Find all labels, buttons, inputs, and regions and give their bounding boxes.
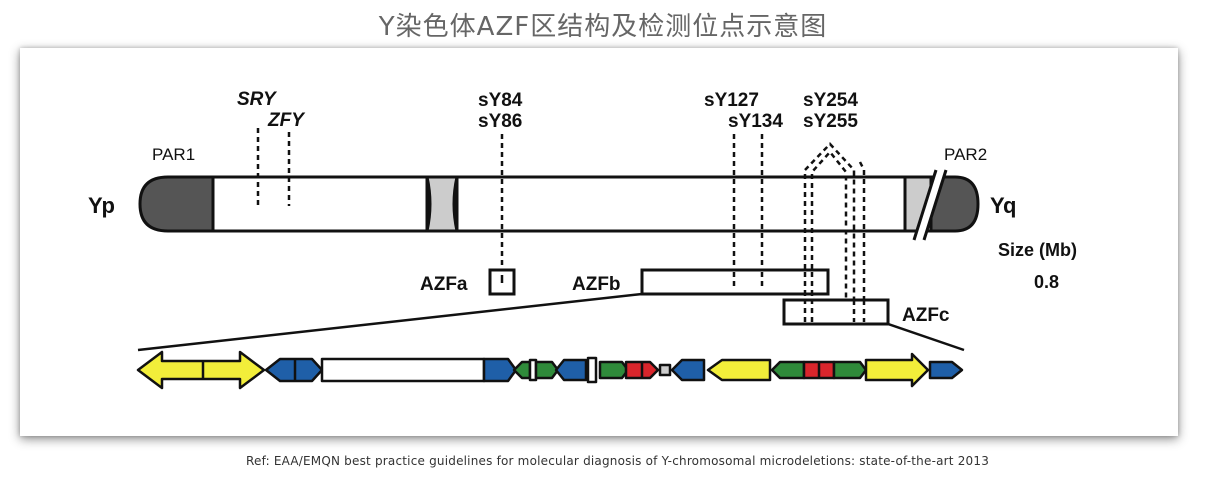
label-yq: Yq (990, 193, 1016, 218)
azfc-box (782, 298, 890, 326)
label-sy86: sY86 (478, 111, 522, 132)
diagram-title: Y染色体AZF区结构及检测位点示意图 (378, 12, 828, 42)
short-arm (211, 175, 429, 233)
amplicon-blue (482, 357, 518, 383)
label-size-value: 0.8 (1034, 272, 1059, 292)
label-azfc: AZFc (902, 305, 950, 326)
amplicon-green (512, 360, 532, 380)
unique-region (320, 357, 486, 383)
amplicon-blue (928, 360, 964, 380)
label-sy254: sY254 (803, 90, 858, 111)
break-mark (913, 168, 945, 242)
centromere (425, 175, 459, 233)
label-sry: SRY (237, 89, 278, 110)
amplicon-blue (670, 358, 706, 382)
reference-citation: Ref: EAA/EMQN best practice guidelines f… (246, 454, 990, 468)
long-arm (455, 175, 907, 233)
amplicon-green (598, 360, 630, 380)
label-size: Size (Mb) (998, 240, 1077, 260)
chromosome (138, 168, 980, 242)
label-yp: Yp (88, 193, 115, 218)
marker-lines (256, 128, 866, 314)
amplicon-green (534, 360, 560, 380)
label-sy84: sY84 (478, 90, 523, 111)
expansion-line-left (137, 292, 643, 352)
label-azfa: AZFa (420, 274, 468, 295)
amplicon-green (832, 360, 868, 380)
par2-region (929, 175, 980, 233)
label-zfy: ZFY (267, 110, 306, 131)
label-par2: PAR2 (944, 145, 987, 164)
par1-region (138, 175, 215, 233)
amplicon-yellow (706, 358, 772, 382)
expansion-line-right (887, 322, 965, 352)
amplicon-yellow (136, 350, 266, 390)
label-par1: PAR1 (152, 145, 195, 164)
label-sy127: sY127 (704, 90, 759, 111)
label-sy134: sY134 (728, 111, 783, 132)
amplicon-yellow (864, 352, 930, 388)
amplicon-green (770, 360, 806, 380)
label-azfb: AZFb (572, 274, 621, 295)
label-sy255: sY255 (803, 111, 858, 132)
amplicon-blue (554, 358, 588, 382)
amplicon-structure (136, 350, 964, 390)
